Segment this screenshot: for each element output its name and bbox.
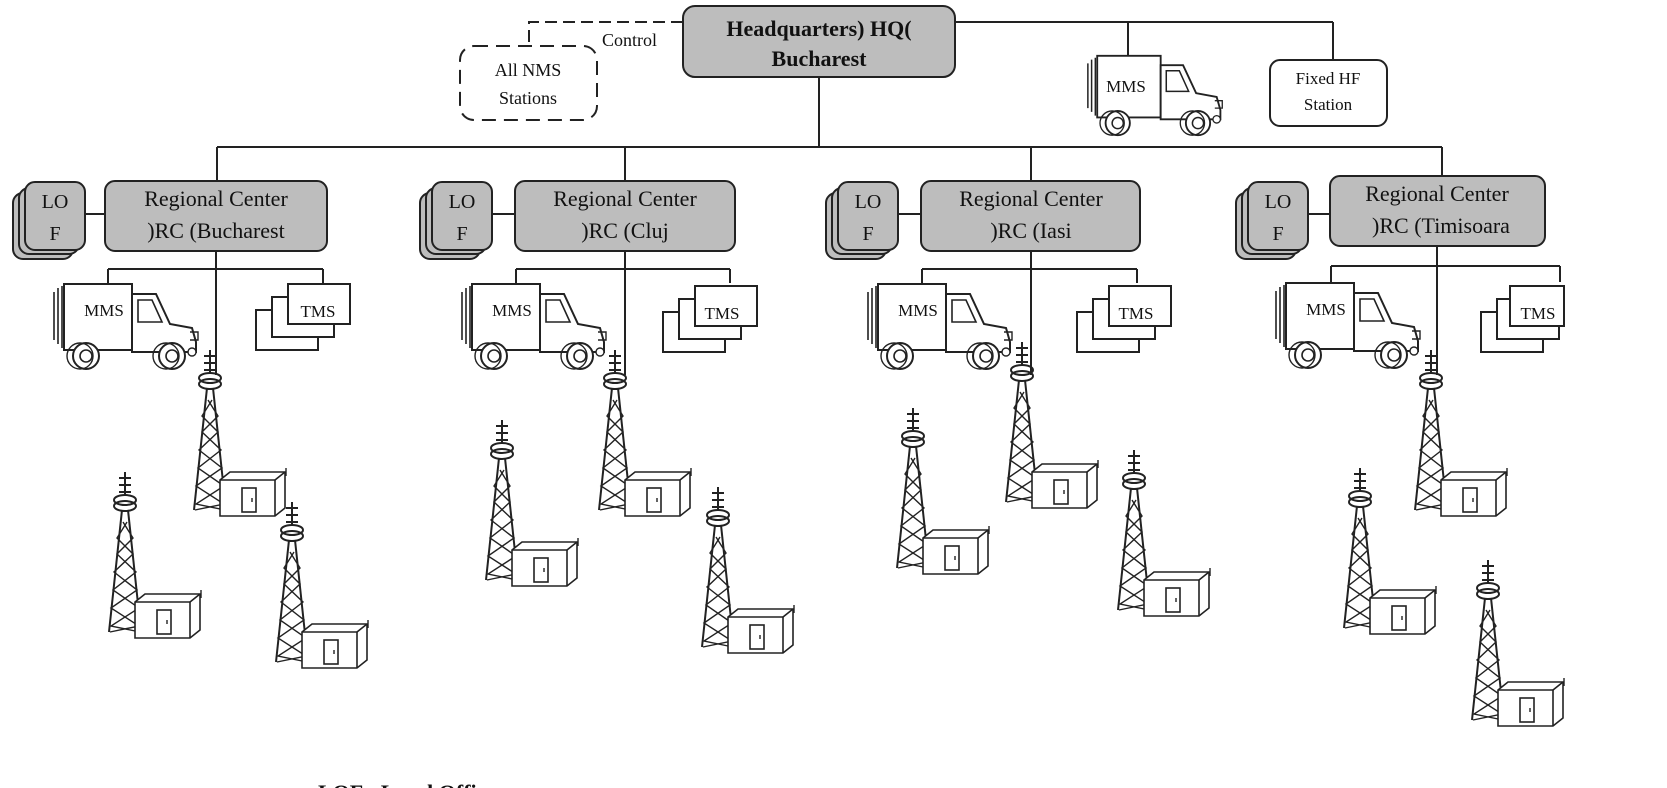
tower-icon-timisoara-2 bbox=[1343, 467, 1437, 635]
tms-stack-iasi: TMS bbox=[1076, 285, 1172, 353]
rc-title-cluj: Regional Center bbox=[553, 186, 697, 211]
lof-2-iasi: F bbox=[862, 223, 873, 245]
region-timisoara: LO F Regional Center )RC (Timisoara MMS … bbox=[1235, 175, 1565, 727]
lof-box-cluj bbox=[431, 181, 493, 251]
rc-subtitle-timisoara: )RC (Timisoara bbox=[1372, 213, 1510, 238]
tms-stack-timisoara: TMS bbox=[1480, 285, 1565, 353]
nms-stations-node: All NMS Stations bbox=[459, 45, 598, 121]
tower-icon-cluj-2 bbox=[485, 419, 579, 587]
region-iasi: LO F Regional Center )RC (Iasi MMS TMS bbox=[825, 180, 1211, 617]
mms-truck-timisoara bbox=[1275, 282, 1421, 369]
tower-icon-bucharest-1 bbox=[193, 349, 287, 517]
lof-2-bucharest: F bbox=[49, 223, 60, 245]
region-bucharest: LO F Regional Center )RC (Bucharest MMS … bbox=[12, 180, 369, 669]
nms-line2: Stations bbox=[499, 88, 557, 108]
mms-label-timisoara: MMS bbox=[1306, 300, 1346, 319]
nms-line1: All NMS bbox=[495, 60, 562, 80]
hq-mms-truck: MMS bbox=[1086, 54, 1224, 137]
rc-title-bucharest: Regional Center bbox=[144, 186, 288, 211]
mms-label-bucharest: MMS bbox=[84, 301, 124, 320]
lof-2-timisoara: F bbox=[1272, 223, 1283, 245]
lof-1-timisoara: LO bbox=[1265, 191, 1292, 213]
lof-1-iasi: LO bbox=[855, 191, 882, 213]
tms-label-bucharest: TMS bbox=[301, 302, 336, 321]
tower-icon-iasi-3 bbox=[1117, 449, 1211, 617]
mms-truck-bucharest bbox=[53, 283, 199, 370]
region-cluj: LO F Regional Center )RC (Cluj MMS TMS bbox=[419, 180, 795, 654]
tower-icon-iasi-2 bbox=[896, 407, 990, 575]
hq-connectors bbox=[216, 21, 1443, 181]
tower-icon-timisoara-1 bbox=[1414, 349, 1508, 517]
tms-stack-cluj: TMS bbox=[662, 285, 758, 353]
lof-box-iasi bbox=[837, 181, 899, 251]
tower-icon-bucharest-2 bbox=[108, 471, 202, 639]
fixed-hf-station-node: Fixed HF Station bbox=[1269, 59, 1388, 127]
tms-label-iasi: TMS bbox=[1119, 304, 1154, 323]
tower-icon-timisoara-3 bbox=[1471, 559, 1565, 727]
control-label: Control bbox=[602, 30, 657, 50]
mms-truck-iasi bbox=[867, 283, 1013, 370]
hq-node: Headquarters) HQ( Bucharest bbox=[682, 5, 956, 78]
mms-label-iasi: MMS bbox=[898, 301, 938, 320]
fixed-hf-line2: Station bbox=[1304, 95, 1353, 114]
lof-1-bucharest: LO bbox=[42, 191, 69, 213]
lof-box-bucharest bbox=[24, 181, 86, 251]
rc-title-timisoara: Regional Center bbox=[1365, 181, 1509, 206]
lof-2-cluj: F bbox=[456, 223, 467, 245]
mms-label-cluj: MMS bbox=[492, 301, 532, 320]
tms-label-cluj: TMS bbox=[705, 304, 740, 323]
tms-stack-bucharest: TMS bbox=[255, 283, 351, 351]
mms-truck-cluj bbox=[461, 283, 607, 370]
lof-box-timisoara bbox=[1247, 181, 1309, 251]
footnote: LOF - Local Office bbox=[318, 780, 496, 788]
rc-subtitle-iasi: )RC (Iasi bbox=[990, 218, 1071, 243]
tower-icon-bucharest-3 bbox=[275, 501, 369, 669]
tower-icon-iasi-1 bbox=[1005, 341, 1099, 509]
hq-title-line1: Headquarters) HQ( bbox=[726, 16, 911, 41]
tms-label-timisoara: TMS bbox=[1521, 304, 1556, 323]
rc-subtitle-cluj: )RC (Cluj bbox=[581, 218, 668, 243]
hq-mms-label: MMS bbox=[1106, 77, 1146, 96]
rc-title-iasi: Regional Center bbox=[959, 186, 1103, 211]
tower-icon-cluj-1 bbox=[598, 349, 692, 517]
hq-title-line2: Bucharest bbox=[772, 46, 868, 71]
lof-1-cluj: LO bbox=[449, 191, 476, 213]
tower-icon-cluj-3 bbox=[701, 486, 795, 654]
fixed-hf-line1: Fixed HF bbox=[1296, 69, 1361, 88]
rc-subtitle-bucharest: )RC (Bucharest bbox=[147, 218, 284, 243]
